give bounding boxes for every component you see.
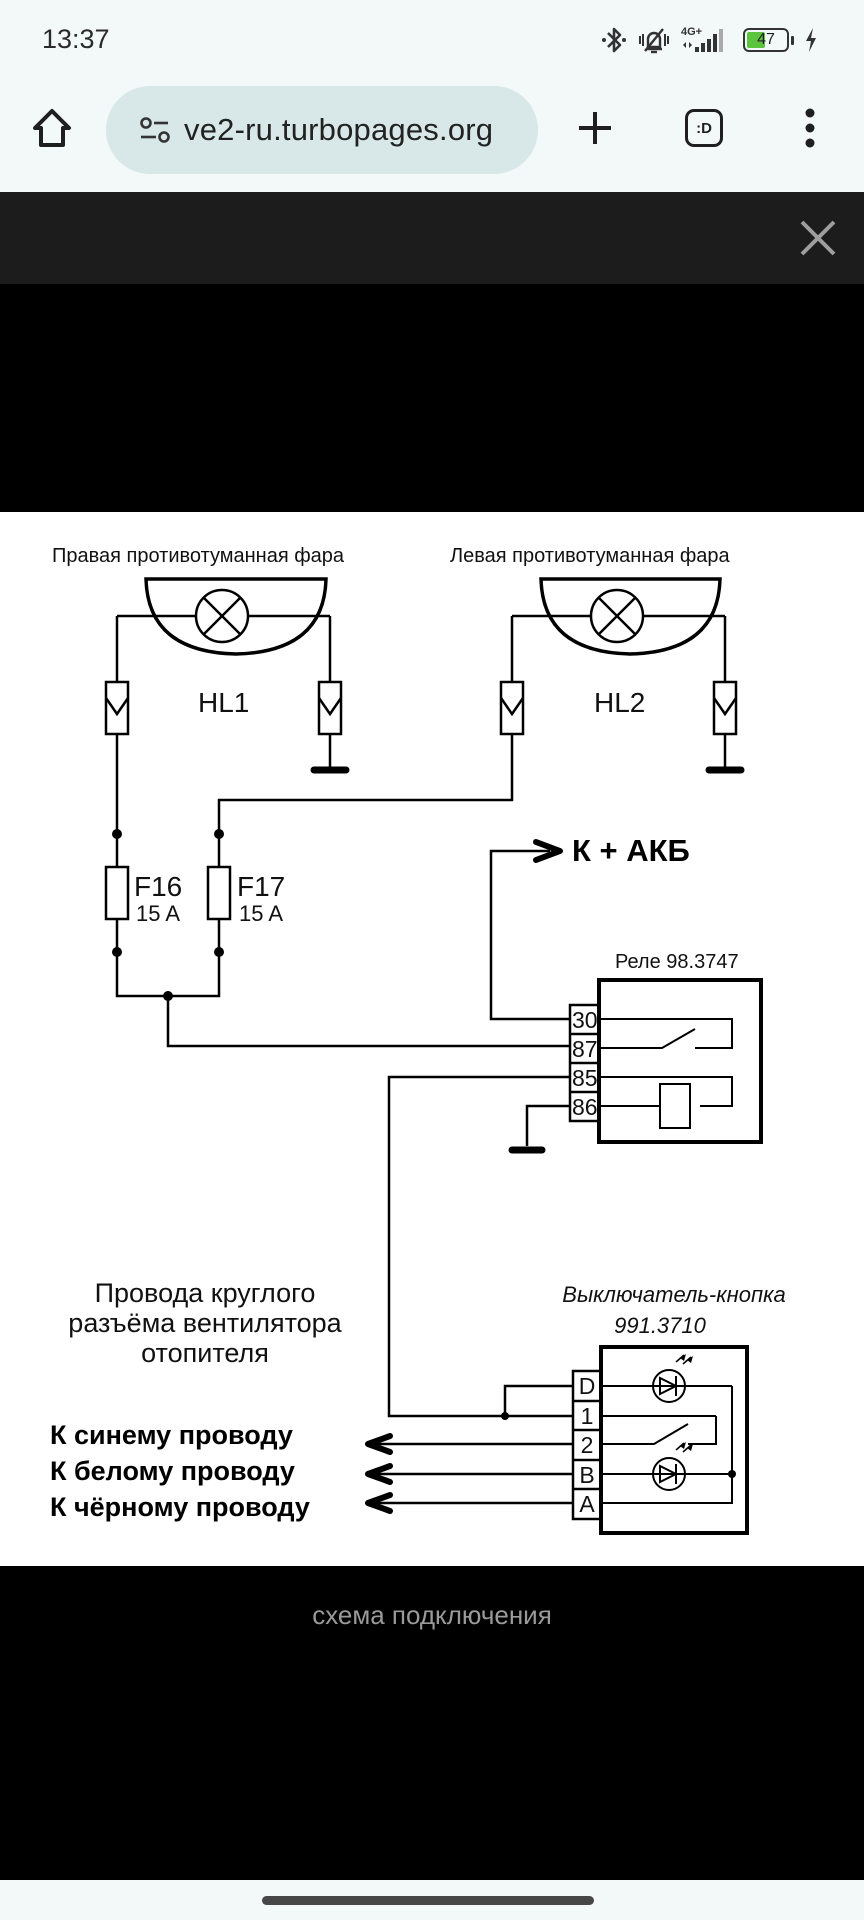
home-icon <box>33 109 71 147</box>
heater-note-line: разъёма вентилятора <box>68 1308 342 1338</box>
switch-label-line2: 991.3710 <box>614 1313 707 1338</box>
image-caption: схема подключения <box>312 1600 552 1630</box>
new-tab-button[interactable] <box>571 104 619 152</box>
switch-pin: D <box>579 1373 596 1399</box>
address-bar[interactable]: ve2-ru.turbopages.org <box>106 86 538 174</box>
battery-percent: 47 <box>757 31 775 48</box>
wire-label-black: К чёрному проводу <box>50 1492 310 1522</box>
network-type-label: 4G+ <box>681 26 703 38</box>
wire-label-blue: К синему проводу <box>50 1420 293 1450</box>
relay-label: Реле 98.3747 <box>615 951 739 973</box>
browser-toolbar: ve2-ru.turbopages.org :D <box>0 80 864 192</box>
viewer-header <box>0 192 864 284</box>
gesture-handle[interactable] <box>262 1896 594 1905</box>
fuse2-rating: 15 A <box>239 901 283 926</box>
tab-switcher-button[interactable]: :D <box>680 104 728 152</box>
fuse-f16 <box>104 834 130 952</box>
switch-pin: A <box>579 1491 595 1517</box>
tab-count: :D <box>685 109 723 147</box>
heater-note-line: отопителя <box>141 1338 269 1368</box>
headlamp-hl2 <box>217 577 745 834</box>
plus-icon <box>579 112 611 144</box>
battery-level-fill <box>747 32 765 48</box>
lamp1-id: HL1 <box>198 687 249 718</box>
status-time: 13:37 <box>42 24 110 54</box>
wire-labels: К синему проводу К белому проводу К чёрн… <box>50 1420 310 1522</box>
vibrate-silent-icon <box>637 25 671 55</box>
heater-note-line: Провода круглого <box>95 1278 316 1308</box>
relay-pin: 30 <box>572 1007 598 1033</box>
switch-label-line1: Выключатель-кнопка <box>562 1282 785 1307</box>
switch-pin: B <box>579 1462 594 1488</box>
close-icon <box>800 220 836 256</box>
fuse1-rating: 15 A <box>136 901 180 926</box>
relay-pin-labels: 30 87 85 86 <box>572 1007 598 1120</box>
home-button[interactable] <box>28 104 76 152</box>
headlamp-hl1 <box>104 577 350 834</box>
charging-icon <box>804 27 818 53</box>
fuse-f17 <box>206 834 232 952</box>
switch-pin: 2 <box>581 1432 594 1458</box>
battery-icon: 47 <box>743 28 794 52</box>
bluetooth-icon <box>601 25 627 55</box>
image-viewer: Правая противотуманная фара Левая против… <box>0 192 864 1880</box>
wiring-diagram-image[interactable]: Правая противотуманная фара Левая против… <box>0 512 864 1566</box>
switch-991-3710 <box>571 1345 749 1535</box>
right-fog-lamp-label: Правая противотуманная фара <box>52 545 345 567</box>
site-settings-icon[interactable] <box>138 113 172 147</box>
relay-98-3747 <box>508 978 763 1154</box>
relay-pin: 86 <box>572 1094 598 1120</box>
relay-pin: 85 <box>572 1065 598 1091</box>
heater-note: Провода круглого разъёма вентилятора ото… <box>68 1278 342 1368</box>
wiring-diagram: Правая противотуманная фара Левая против… <box>50 545 786 1535</box>
status-icons: 4G+ 47 <box>601 22 818 58</box>
menu-button[interactable] <box>786 104 834 152</box>
fuse1-id: F16 <box>134 871 182 902</box>
fuse2-id: F17 <box>237 871 285 902</box>
switch-pin: 1 <box>581 1403 594 1429</box>
navigation-bar <box>0 1880 864 1920</box>
close-button[interactable] <box>792 212 844 264</box>
lamp2-id: HL2 <box>594 687 645 718</box>
relay-pin: 87 <box>572 1036 598 1062</box>
more-vert-icon <box>805 108 815 148</box>
switch-pin-labels: D 1 2 B A <box>579 1373 596 1517</box>
url-text[interactable]: ve2-ru.turbopages.org <box>184 112 494 147</box>
wire-label-white: К белому проводу <box>50 1456 295 1486</box>
signal-4g-plus-icon: 4G+ <box>681 25 733 55</box>
status-bar: 13:37 4G+ 47 <box>0 0 864 80</box>
battery-plus-label: К + АКБ <box>572 833 690 868</box>
left-fog-lamp-label: Левая противотуманная фара <box>450 545 731 567</box>
